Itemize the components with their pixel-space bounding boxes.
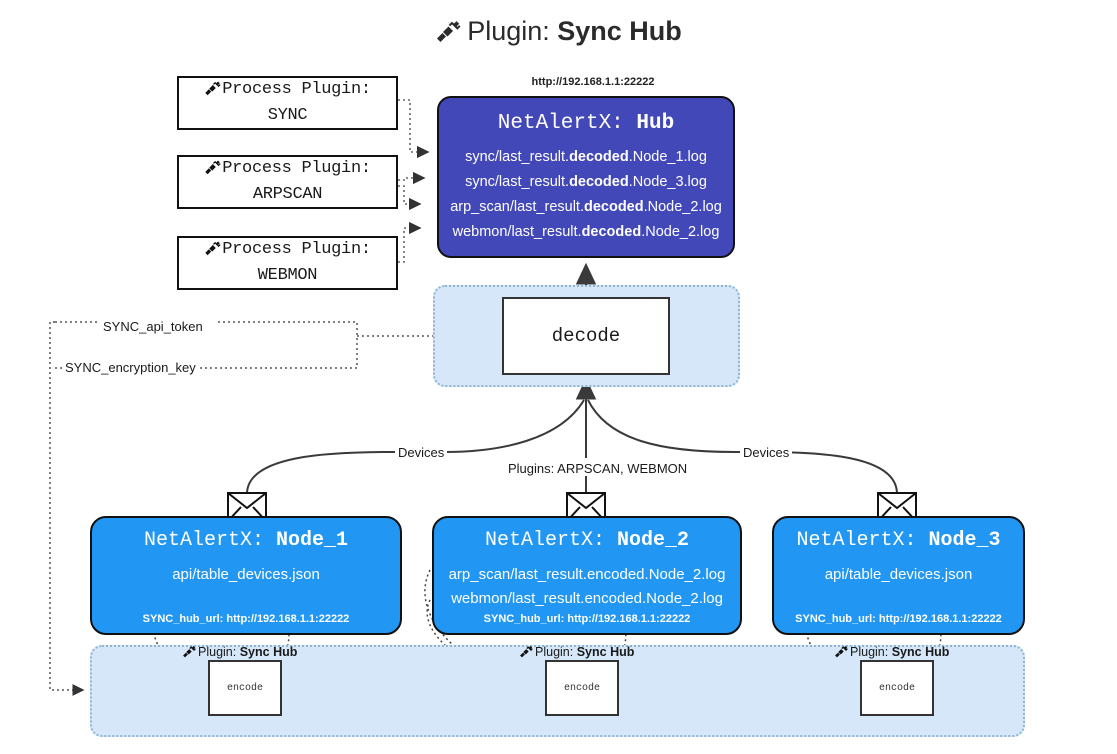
node-title-name: Node_1 bbox=[276, 529, 349, 552]
encode-box-1[interactable]: encode bbox=[208, 660, 282, 716]
encode-box-2[interactable]: encode bbox=[545, 660, 619, 716]
node-line: webmon/last_result.encoded.Node_2.log bbox=[451, 590, 723, 607]
process-plugin-box-webmon[interactable]: Process Plugin: WEBMON bbox=[177, 236, 398, 290]
edge-label-api-token: SYNC_api_token bbox=[100, 319, 206, 334]
hub-title-prefix: NetAlertX: bbox=[497, 112, 624, 135]
encoder-plugin-label-2: Plugin: Sync Hub bbox=[519, 645, 634, 661]
title-prefix: Plugin: bbox=[467, 16, 550, 46]
node-line: api/table_devices.json bbox=[172, 566, 320, 583]
node-title-prefix: NetAlertX: bbox=[484, 529, 605, 552]
encoder-plugin-label-3: Plugin: Sync Hub bbox=[834, 645, 949, 661]
plug-icon bbox=[834, 645, 848, 661]
hub-node-box[interactable]: NetAlertX: Hub sync/last_result.decoded.… bbox=[437, 96, 735, 258]
encoder-plugin-label-1: Plugin: Sync Hub bbox=[182, 645, 297, 661]
edge-label-encryption-key: SYNC_encryption_key bbox=[62, 360, 199, 375]
plug-icon bbox=[182, 645, 196, 661]
process-plugin-name: WEBMON bbox=[257, 265, 318, 285]
node-box-node-2[interactable]: NetAlertX: Node_2 arp_scan/last_result.e… bbox=[432, 516, 742, 635]
process-plugin-label: Process Plugin: bbox=[222, 79, 371, 99]
title-name: Sync Hub bbox=[557, 16, 682, 46]
hub-log-item: sync/last_result.decoded.Node_3.log bbox=[465, 174, 707, 190]
process-plugin-label: Process Plugin: bbox=[222, 239, 371, 259]
node-box-node-1[interactable]: NetAlertX: Node_1 api/table_devices.json… bbox=[90, 516, 402, 635]
plug-icon bbox=[435, 19, 461, 50]
edge-label-devices-left: Devices bbox=[395, 445, 448, 460]
node-box-node-3[interactable]: NetAlertX: Node_3 api/table_devices.json… bbox=[772, 516, 1025, 635]
hub-log-item: webmon/last_result.decoded.Node_2.log bbox=[452, 224, 720, 240]
node-title-name: Node_2 bbox=[617, 529, 690, 552]
hub-url-label: http://192.168.1.1:22222 bbox=[531, 76, 655, 88]
node-line: arp_scan/last_result.encoded.Node_2.log bbox=[448, 566, 726, 583]
process-plugin-box-arpscan[interactable]: Process Plugin: ARPSCAN bbox=[177, 155, 398, 209]
encode-box-3[interactable]: encode bbox=[860, 660, 934, 716]
hub-log-list: sync/last_result.decoded.Node_1.log sync… bbox=[439, 145, 733, 245]
node-line-list: api/table_devices.json bbox=[774, 563, 1023, 587]
process-plugin-label: Process Plugin: bbox=[222, 158, 371, 178]
plug-icon bbox=[519, 645, 533, 661]
process-plugin-box-sync[interactable]: Process Plugin: SYNC bbox=[177, 76, 398, 130]
hub-log-item: sync/last_result.decoded.Node_1.log bbox=[465, 149, 707, 165]
hub-log-item: arp_scan/last_result.decoded.Node_2.log bbox=[450, 199, 722, 215]
node-hub-url: SYNC_hub_url: http://192.168.1.1:22222 bbox=[483, 613, 691, 625]
plug-icon bbox=[204, 240, 221, 265]
process-plugin-name: SYNC bbox=[267, 105, 308, 125]
decode-box[interactable]: decode bbox=[502, 297, 670, 375]
edge-label-devices-right: Devices bbox=[740, 445, 793, 460]
node-hub-url: SYNC_hub_url: http://192.168.1.1:22222 bbox=[795, 613, 1002, 625]
plug-icon bbox=[204, 159, 221, 184]
edge-label-plugins: Plugins: ARPSCAN, WEBMON bbox=[505, 461, 691, 476]
node-hub-url: SYNC_hub_url: http://192.168.1.1:22222 bbox=[142, 613, 350, 625]
node-title-prefix: NetAlertX: bbox=[143, 529, 264, 552]
hub-title-name: Hub bbox=[636, 112, 675, 135]
page-title: Plugin: Sync Hub bbox=[0, 16, 1117, 50]
node-line-list: api/table_devices.json bbox=[92, 563, 400, 587]
node-title-name: Node_3 bbox=[928, 529, 1001, 552]
process-plugin-name: ARPSCAN bbox=[252, 184, 323, 204]
node-title-prefix: NetAlertX: bbox=[796, 529, 917, 552]
plug-icon bbox=[204, 80, 221, 105]
node-line: api/table_devices.json bbox=[824, 566, 973, 583]
node-line-list: arp_scan/last_result.encoded.Node_2.log … bbox=[434, 563, 740, 611]
